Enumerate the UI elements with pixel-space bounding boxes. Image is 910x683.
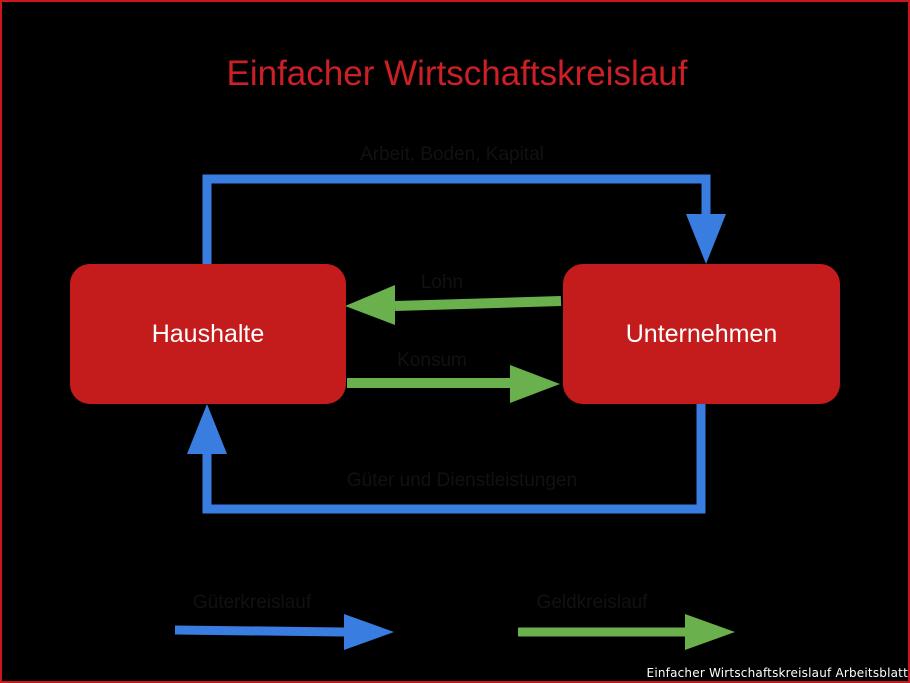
diagram-title: Einfacher Wirtschaftskreislauf — [226, 54, 688, 93]
legend-money-arrow-head — [685, 614, 735, 650]
legend-real-arrow-head — [344, 614, 394, 650]
node-households: Haushalte — [70, 264, 346, 404]
flow-label-bottom: Güter und Dienstleistungen — [346, 470, 578, 491]
legend-money-flow-label: Geldkreislauf — [536, 592, 648, 613]
node-households-label: Haushalte — [151, 319, 265, 348]
arrow-consumption-head — [510, 365, 560, 403]
flow-label-wage: Lohn — [420, 272, 464, 293]
arrow-bottom-loop — [202, 404, 706, 514]
node-companies: Unternehmen — [563, 264, 840, 404]
legend-real-arrow-shaft — [174, 625, 345, 637]
legend-real-flow-label: Güterkreislauf — [192, 592, 312, 613]
arrow-bottom-head — [187, 404, 227, 454]
arrow-wage-head — [345, 285, 395, 325]
image-caption: Einfacher Wirtschaftskreislauf Arbeitsbl… — [646, 666, 908, 680]
node-companies-label: Unternehmen — [625, 319, 778, 348]
arrow-top-head — [686, 214, 726, 264]
flow-label-top: Arbeit, Boden, Kapital — [360, 144, 544, 165]
arrow-wage-shaft — [394, 296, 562, 311]
flow-label-consumption: Konsum — [397, 350, 467, 371]
arrow-top-loop — [202, 174, 711, 264]
